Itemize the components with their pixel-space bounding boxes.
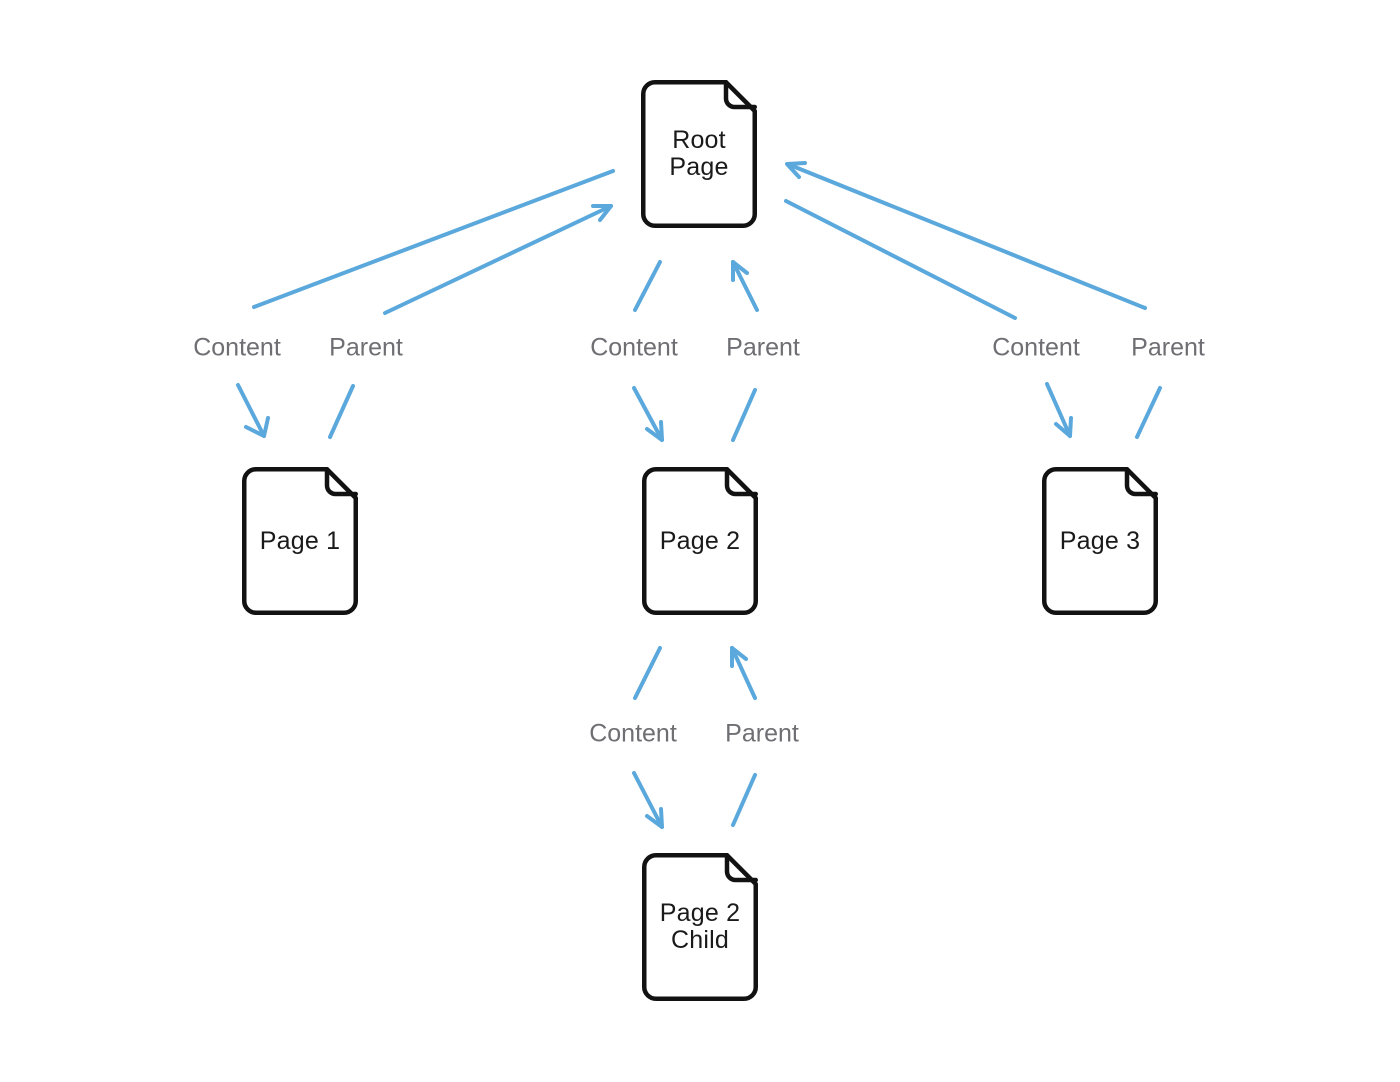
edge-root-page3-content-arrowhead-icon: [1054, 416, 1073, 438]
node-root-page-label: Root Page: [641, 80, 757, 228]
edge-root-page2-content-line: [633, 260, 662, 312]
node-page-3-label: Page 3: [1042, 467, 1158, 615]
edge-page2-child-content-arrowhead-icon: [645, 807, 664, 829]
node-page-2-child: Page 2 Child: [642, 853, 758, 1001]
edge-root-page2-parent-arrowhead-icon: [731, 260, 749, 282]
node-page-1: Page 1: [242, 467, 358, 615]
edge-page2-child-content-line: [633, 646, 662, 700]
node-page-2-child-label: Page 2 Child: [642, 853, 758, 1001]
edge-page2-child-parent-arrow-shaft: [730, 646, 757, 700]
node-root-page: Root Page: [641, 80, 757, 228]
document-icon: [641, 80, 757, 228]
node-label-line: Page 1: [259, 526, 341, 555]
edge-root-page1-content-arrowhead-icon: [244, 416, 270, 438]
edge-label-parent-root-page3: Parent: [1131, 333, 1205, 362]
edge-root-page3-content-line: [784, 199, 1017, 320]
edge-root-page3-parent-arrow-shaft: [788, 163, 1147, 310]
edge-root-page1-content-line: [252, 169, 615, 309]
edge-root-page3-content-arrow-shaft: [1045, 382, 1072, 438]
edge-page2-child-parent-arrowhead-icon: [730, 646, 748, 668]
edge-root-page1-parent-arrowhead-icon: [591, 204, 613, 222]
node-page-1-label: Page 1: [242, 467, 358, 615]
node-label-line: Page 2: [659, 899, 741, 927]
edge-label-parent-root-page2: Parent: [726, 333, 800, 362]
document-icon: [242, 467, 358, 615]
node-label-line: Root: [672, 126, 726, 154]
edge-root-page2-parent-line: [731, 388, 757, 442]
edge-page2-child-parent-line: [731, 773, 757, 827]
edge-strokes: [236, 161, 1162, 829]
document-icon: [642, 853, 758, 1001]
edge-root-page2-content-arrowhead-icon: [645, 420, 664, 442]
edge-label-content-root-page1: Content: [193, 333, 281, 362]
edge-root-page3-parent-line: [1135, 386, 1162, 439]
edge-label-content-page2-child: Content: [589, 719, 677, 748]
node-page-3: Page 3: [1042, 467, 1158, 615]
edge-label-parent-page2-child: Parent: [725, 719, 799, 748]
node-label-line: Page 3: [1059, 526, 1141, 555]
document-icon: [1042, 467, 1158, 615]
edge-root-page2-parent-arrow-shaft: [731, 260, 759, 312]
edge-label-content-root-page3: Content: [992, 333, 1080, 362]
edge-root-page2-content-arrow-shaft: [632, 386, 664, 442]
edge-root-page1-parent-arrow-shaft: [383, 204, 613, 315]
edge-page2-child-content-arrow-shaft: [632, 771, 664, 829]
edge-label-parent-root-page1: Parent: [329, 333, 403, 362]
edge-root-page3-parent-arrowhead-icon: [785, 161, 807, 179]
edge-root-page1-parent-line: [328, 384, 355, 439]
edge-label-content-root-page2: Content: [590, 333, 678, 362]
node-label-line: Child: [671, 926, 729, 954]
node-label-line: Page 2: [659, 526, 741, 555]
node-label-line: Page: [669, 153, 729, 181]
edge-root-page1-content-arrow-shaft: [236, 383, 266, 438]
document-icon: [642, 467, 758, 615]
node-page-2: Page 2: [642, 467, 758, 615]
node-page-2-label: Page 2: [642, 467, 758, 615]
